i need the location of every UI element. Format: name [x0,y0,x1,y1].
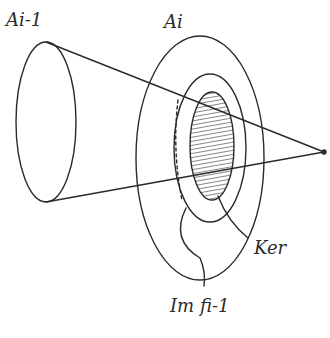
shade-stroke [176,100,182,200]
cone-line [46,42,324,152]
cone-line [46,152,324,202]
set-label: Ai-1 [6,10,42,30]
outer-oval [136,36,264,280]
kernel-ellipse [190,92,234,200]
image-label: Im fi-1 [170,296,229,316]
leader-line [218,196,248,238]
leader-line [180,208,204,286]
apex-dot [322,150,326,154]
image-ellipse [174,74,246,222]
set-label: Ai [164,12,183,32]
base-ellipse [16,42,76,202]
kernel-label: Ker [254,238,286,258]
